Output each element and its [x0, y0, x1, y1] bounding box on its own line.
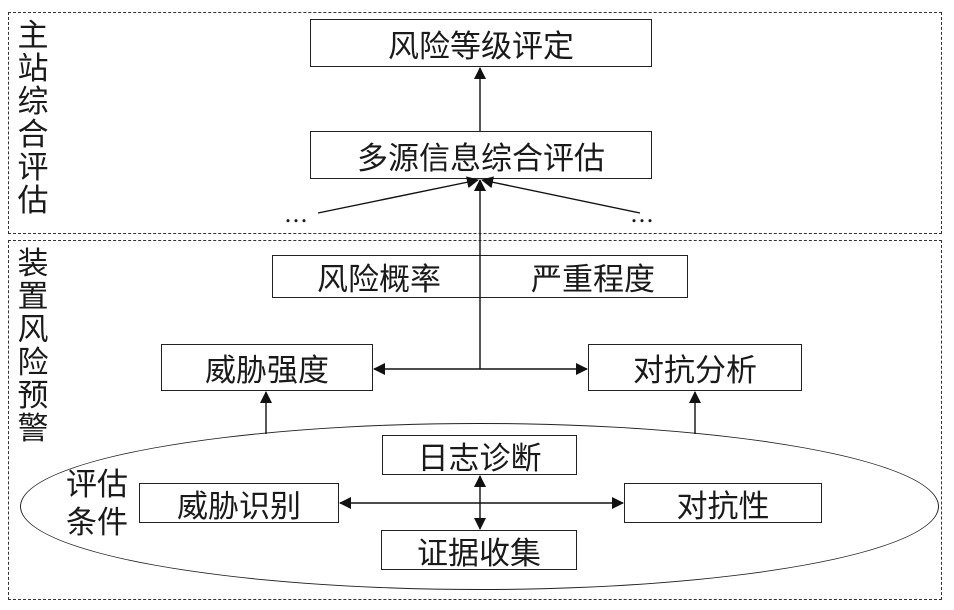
- evaluation-conditions-label: 评估条件: [66, 467, 128, 541]
- severity-label: 严重程度: [531, 262, 655, 298]
- arrow-right-to-multi-source: [481, 176, 641, 214]
- evaluation-conditions-ellipse: [20, 423, 939, 590]
- ellipsis-left: …: [284, 200, 309, 228]
- device-warning-label: 装置风险预警: [17, 246, 49, 447]
- confrontation-box: 对抗性: [624, 483, 822, 525]
- log-diagnosis-box: 日志诊断: [382, 435, 577, 477]
- device-warning-section: [8, 240, 942, 600]
- multi-source-evaluation-box: 多源信息综合评估: [310, 131, 652, 179]
- threat-intensity-box: 威胁强度: [161, 344, 373, 391]
- confrontation-analysis-box: 对抗分析: [588, 344, 802, 391]
- evidence-collection-box: 证据收集: [381, 530, 577, 572]
- risk-probability-label: 风险概率: [317, 262, 441, 298]
- ellipsis-right: …: [630, 200, 655, 228]
- risk-rating-box: 风险等级评定: [310, 19, 652, 67]
- main-station-section: [8, 12, 942, 234]
- main-station-label: 主站综合评估: [17, 18, 49, 219]
- arrow-left-to-multi-source: [317, 176, 479, 214]
- threat-identification-box: 威胁识别: [139, 483, 339, 525]
